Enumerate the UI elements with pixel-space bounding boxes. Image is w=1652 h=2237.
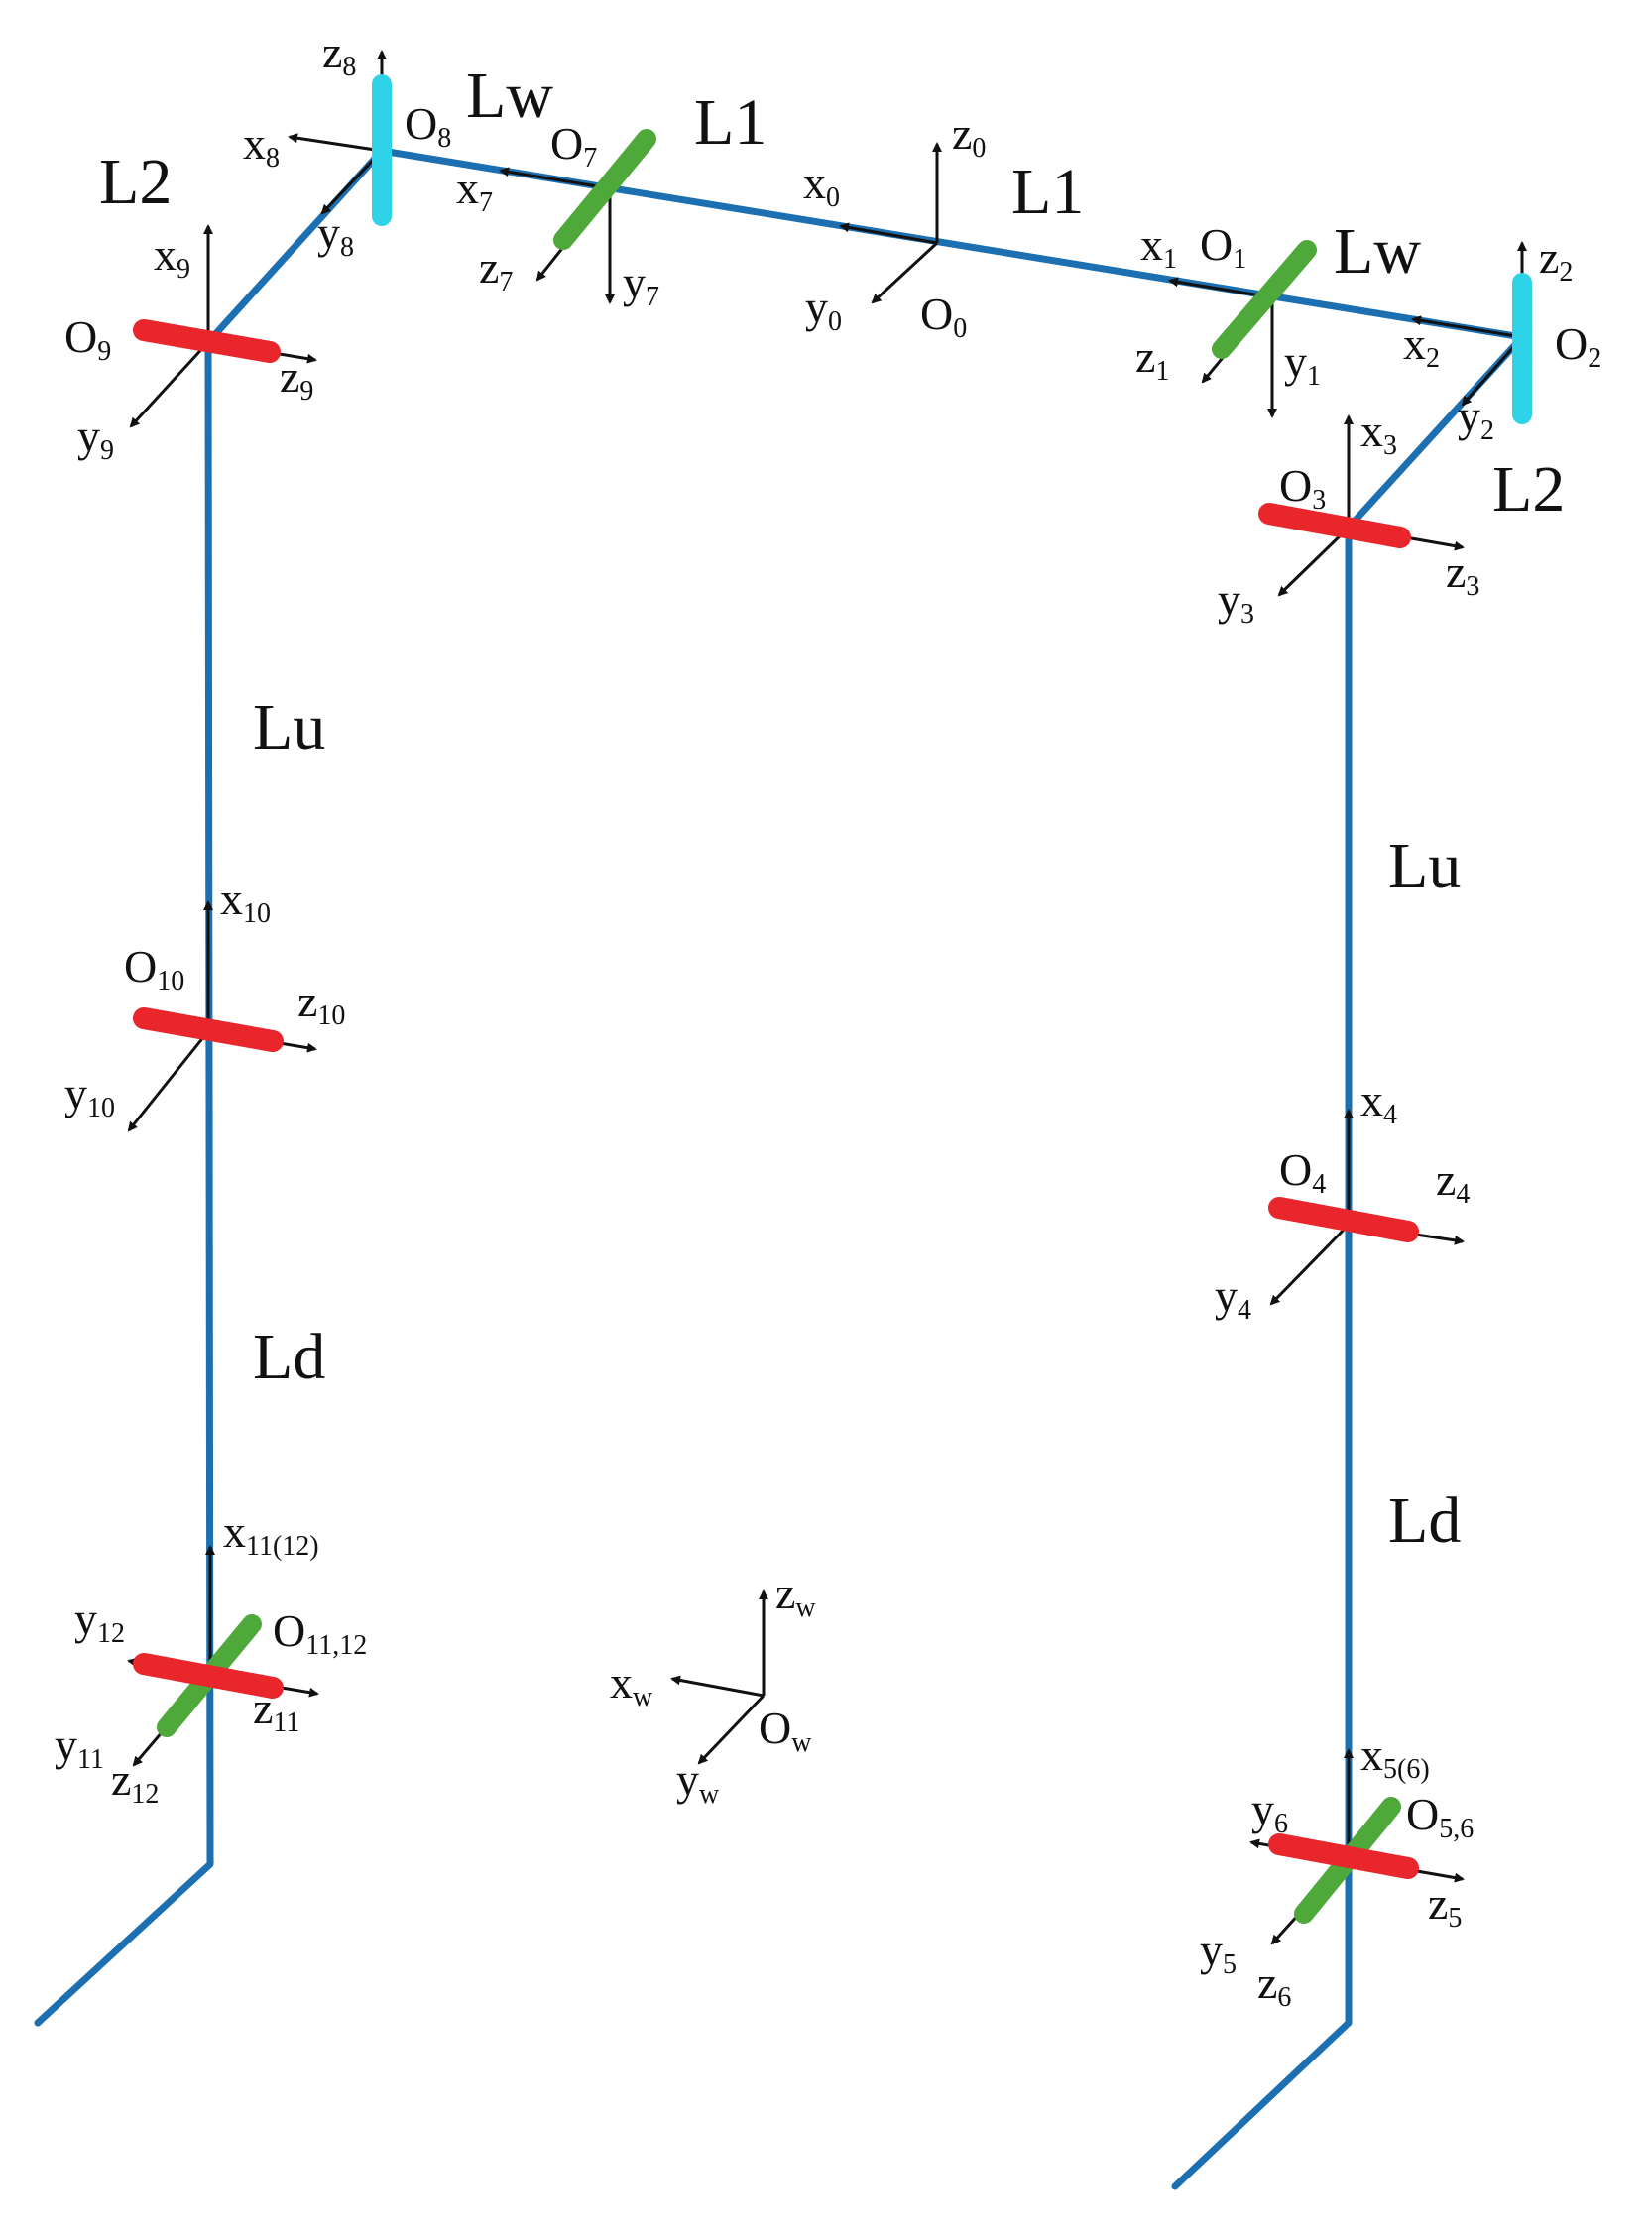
- label-o10: O10: [124, 941, 184, 997]
- left-leg-link: [34, 147, 386, 2027]
- label-y1: y1: [1284, 336, 1321, 392]
- label-y6: y6: [1251, 1784, 1288, 1839]
- segment-label-l1-left: L1: [694, 86, 767, 159]
- label-yw: yw: [676, 1754, 720, 1810]
- label-y3: y3: [1218, 574, 1254, 630]
- axis-xw: [670, 1675, 765, 1698]
- axis-yw: [697, 1694, 766, 1765]
- label-y2: y2: [1458, 391, 1494, 446]
- joint-red-o10: [133, 1007, 284, 1052]
- joint-red-o9: [133, 319, 281, 363]
- label-x7: x7: [456, 163, 493, 218]
- axis-x2: [1411, 315, 1523, 339]
- segment-label-lu-left: Lu: [253, 691, 325, 764]
- right-leg-link: [1171, 333, 1526, 2190]
- label-z11: z11: [253, 1683, 299, 1738]
- label-z5: z5: [1428, 1878, 1462, 1934]
- axis-x7: [499, 167, 611, 190]
- label-z9: z9: [280, 351, 313, 407]
- label-o7: O7: [550, 118, 597, 174]
- label-y12: y12: [74, 1593, 125, 1649]
- label-o2: O2: [1555, 318, 1601, 374]
- label-x10: x10: [220, 874, 271, 929]
- joint-green-o7: [553, 129, 656, 250]
- label-z7: z7: [479, 242, 513, 297]
- label-x3: x3: [1360, 406, 1397, 461]
- label-z4: z4: [1436, 1154, 1470, 1210]
- label-y4: y4: [1215, 1270, 1251, 1326]
- label-ow: Ow: [759, 1703, 812, 1758]
- joint-red-o56: [1268, 1833, 1419, 1879]
- axis-y0: [871, 241, 939, 304]
- joint-red-o4: [1268, 1197, 1419, 1242]
- label-o3: O3: [1279, 460, 1326, 516]
- label-o8: O8: [405, 98, 451, 154]
- label-y7: y7: [623, 257, 659, 312]
- axis-y10: [127, 1030, 210, 1132]
- axis-y3: [1277, 526, 1351, 597]
- frame-labels: x0 z0 y0 O0 x1 O1 z1 y1 z2 x2 O2 y2 x3 O…: [55, 27, 1601, 2013]
- label-x9: x9: [154, 229, 190, 285]
- axis-x0: [839, 222, 938, 245]
- label-x1: x1: [1140, 219, 1177, 275]
- label-z6: z6: [1257, 1957, 1291, 2013]
- label-y0: y0: [805, 282, 842, 337]
- segment-label-l2-left: L2: [99, 146, 172, 218]
- label-y11: y11: [55, 1719, 104, 1775]
- label-x11: x11(12): [223, 1506, 319, 1562]
- segment-labels: Lw L1 L1 Lw L2 L2 Lu Lu Ld Ld: [99, 59, 1565, 1557]
- label-x4: x4: [1360, 1075, 1397, 1130]
- label-x5: x5(6): [1360, 1729, 1430, 1785]
- label-z3: z3: [1446, 546, 1479, 602]
- label-z10: z10: [297, 976, 345, 1031]
- axis-y9: [129, 340, 210, 428]
- segment-label-ld-left: Ld: [253, 1321, 325, 1393]
- joint-red-o3: [1258, 503, 1411, 548]
- label-x0: x0: [803, 158, 840, 213]
- label-o4: O4: [1279, 1144, 1326, 1200]
- segment-label-lw-right: Lw: [1334, 215, 1421, 288]
- label-xw: xw: [610, 1657, 653, 1712]
- axis-x8: [288, 133, 383, 153]
- label-zw: zw: [775, 1568, 816, 1623]
- label-x8: x8: [243, 118, 280, 174]
- segment-label-lw-left: Lw: [466, 59, 553, 132]
- label-x2: x2: [1403, 318, 1440, 374]
- label-y8: y8: [317, 207, 354, 263]
- label-y9: y9: [77, 411, 114, 466]
- joint-green-o1: [1212, 240, 1317, 359]
- label-y5: y5: [1200, 1925, 1237, 1980]
- label-o1112: O11,12: [273, 1605, 367, 1661]
- segment-label-l1-right: L1: [1011, 156, 1084, 228]
- segment-label-l2-right: L2: [1492, 453, 1565, 526]
- label-z12: z12: [111, 1754, 159, 1810]
- label-o9: O9: [64, 311, 111, 367]
- axis-x1: [1168, 277, 1273, 299]
- label-z2: z2: [1539, 232, 1573, 288]
- label-z0: z0: [952, 108, 986, 164]
- label-o0: O0: [920, 289, 967, 344]
- joints: [133, 74, 1532, 1924]
- label-y10: y10: [64, 1068, 115, 1123]
- label-z8: z8: [322, 27, 356, 82]
- joint-red-o1112: [133, 1653, 284, 1699]
- axis-y4: [1269, 1223, 1351, 1306]
- segment-label-lu-right: Lu: [1388, 830, 1461, 902]
- label-o56: O5,6: [1406, 1789, 1474, 1844]
- segment-label-ld-right: Ld: [1388, 1484, 1461, 1557]
- label-o1: O1: [1200, 219, 1246, 275]
- label-z1: z1: [1135, 331, 1169, 387]
